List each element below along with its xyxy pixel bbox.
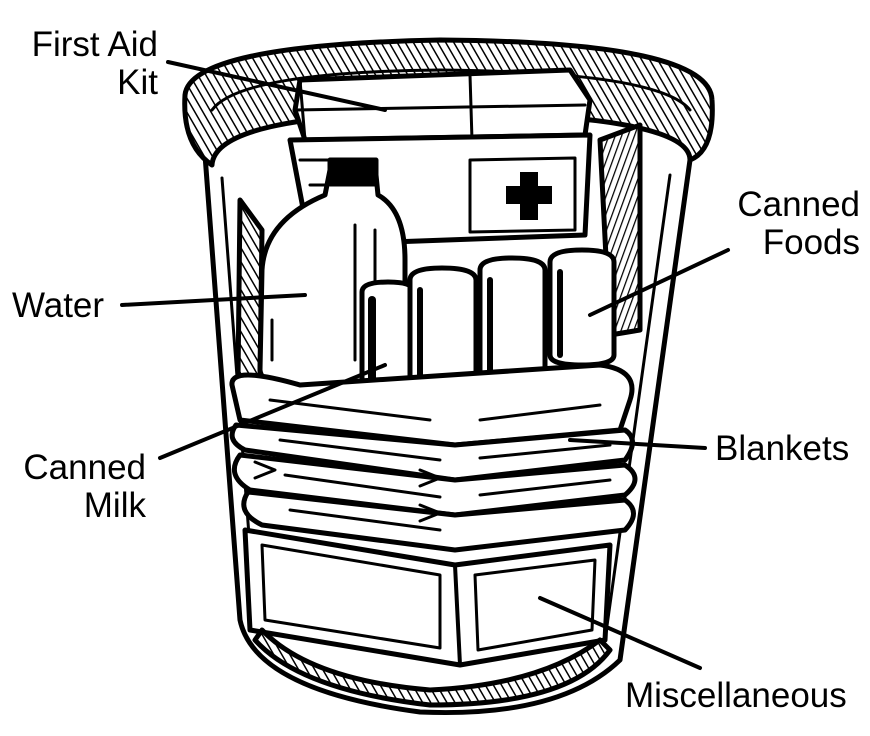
label-canned-milk-line1: Canned xyxy=(0,449,146,487)
label-canned-foods: Canned Foods xyxy=(700,186,860,262)
label-first-aid-line1: First Aid xyxy=(0,26,158,64)
label-canned-milk: Canned Milk xyxy=(0,449,146,525)
label-water: Water xyxy=(12,287,104,325)
label-blankets: Blankets xyxy=(715,430,849,468)
label-canned-milk-line2: Milk xyxy=(0,487,146,525)
label-canned-foods-line2: Foods xyxy=(700,224,860,262)
label-canned-foods-line1: Canned xyxy=(700,186,860,224)
label-first-aid-line2: Kit xyxy=(0,64,158,102)
label-first-aid-kit: First Aid Kit xyxy=(0,26,158,102)
blankets xyxy=(232,365,635,550)
label-miscellaneous: Miscellaneous xyxy=(625,677,847,715)
